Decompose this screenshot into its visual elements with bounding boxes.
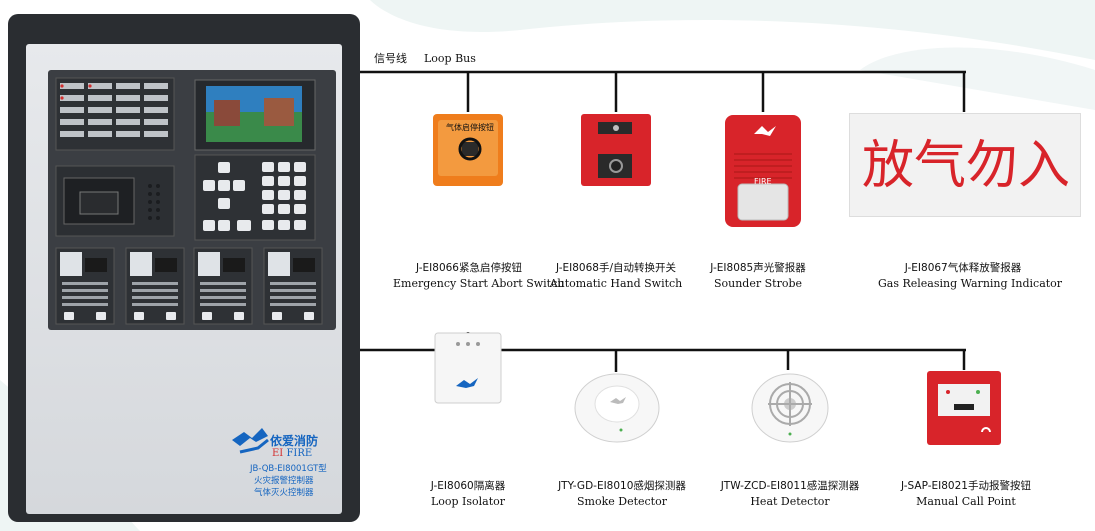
panel-face-graphic [48,70,336,454]
device-label-loop-isolator: J-EI8060隔离器 Loop Isolator [408,478,528,510]
loop-bus-label: 信号线 Loop Bus [374,50,476,66]
heat-detector-image [751,373,829,443]
device-code: J-EI8068手/自动转换开关 [555,262,676,274]
device-name: Manual Call Point [916,495,1016,508]
emergency-switch-face-text: 气体启停按钮 [446,123,494,132]
device-code: JTW-ZCD-EI8011感温探测器 [720,480,860,492]
loop-isolator-image [434,332,502,404]
panel-line2: 气体灭火控制器 [254,488,314,498]
panel-brand-fire: FIRE [286,448,313,459]
loop-bus-label-en: Loop Bus [424,52,476,65]
gas-warning-indicator-text: 放气勿入 [861,136,1070,196]
panel-brand-cn: 依爱消防 [270,434,319,448]
device-name: Automatic Hand Switch [549,277,683,290]
automatic-hand-switch-image [581,114,651,186]
device-name: Sounder Strobe [713,277,803,290]
device-code: J-EI8085声光警报器 [710,262,806,274]
device-name: Loop Isolator [430,495,506,508]
device-name: Gas Releasing Warning Indicator [878,277,1063,290]
device-code: J-EI8060隔离器 [430,480,506,492]
device-name: Emergency Start Abort Switch [393,277,565,290]
device-label-sounder-strobe: J-EI8085声光警报器 Sounder Strobe [696,260,820,292]
gas-warning-indicator-image: 放气勿入 [849,113,1081,217]
device-label-gas-warning: J-EI8067气体释放警报器 Gas Releasing Warning In… [878,260,1063,292]
emergency-start-abort-switch-image [433,114,503,186]
sounder-strobe-face-text: FIRE [754,177,772,186]
device-name: Smoke Detector [577,495,667,508]
device-code: JTY-GD-EI8010感烟探测器 [558,480,686,492]
smoke-detector-image [574,373,660,443]
panel-brand-en: EI FIRE [272,448,312,459]
panel-line1: 火灾报警控制器 [254,476,314,486]
sounder-strobe-image [725,115,801,227]
panel-model: JB-QB-EI8001GT型 [250,464,327,474]
device-label-heat-detector: JTW-ZCD-EI8011感温探测器 Heat Detector [714,478,866,510]
device-code: J-EI8067气体释放警报器 [904,262,1022,274]
device-code: J-SAP-EI8021手动报警按钮 [901,480,1031,492]
device-name: Heat Detector [750,495,830,508]
loop-bus-label-cn: 信号线 [374,52,407,65]
panel-brand-ei: EI [272,448,284,459]
device-code: J-EI8066紧急启停按钮 [416,262,522,274]
device-label-manual-call-point: J-SAP-EI8021手动报警按钮 Manual Call Point [886,478,1046,510]
device-label-hand-switch: J-EI8068手/自动转换开关 Automatic Hand Switch [548,260,684,292]
manual-call-point-image [927,371,1001,445]
device-label-smoke-detector: JTY-GD-EI8010感烟探测器 Smoke Detector [548,478,696,510]
device-label-emergency-switch: J-EI8066紧急启停按钮 Emergency Start Abort Swi… [393,260,565,292]
